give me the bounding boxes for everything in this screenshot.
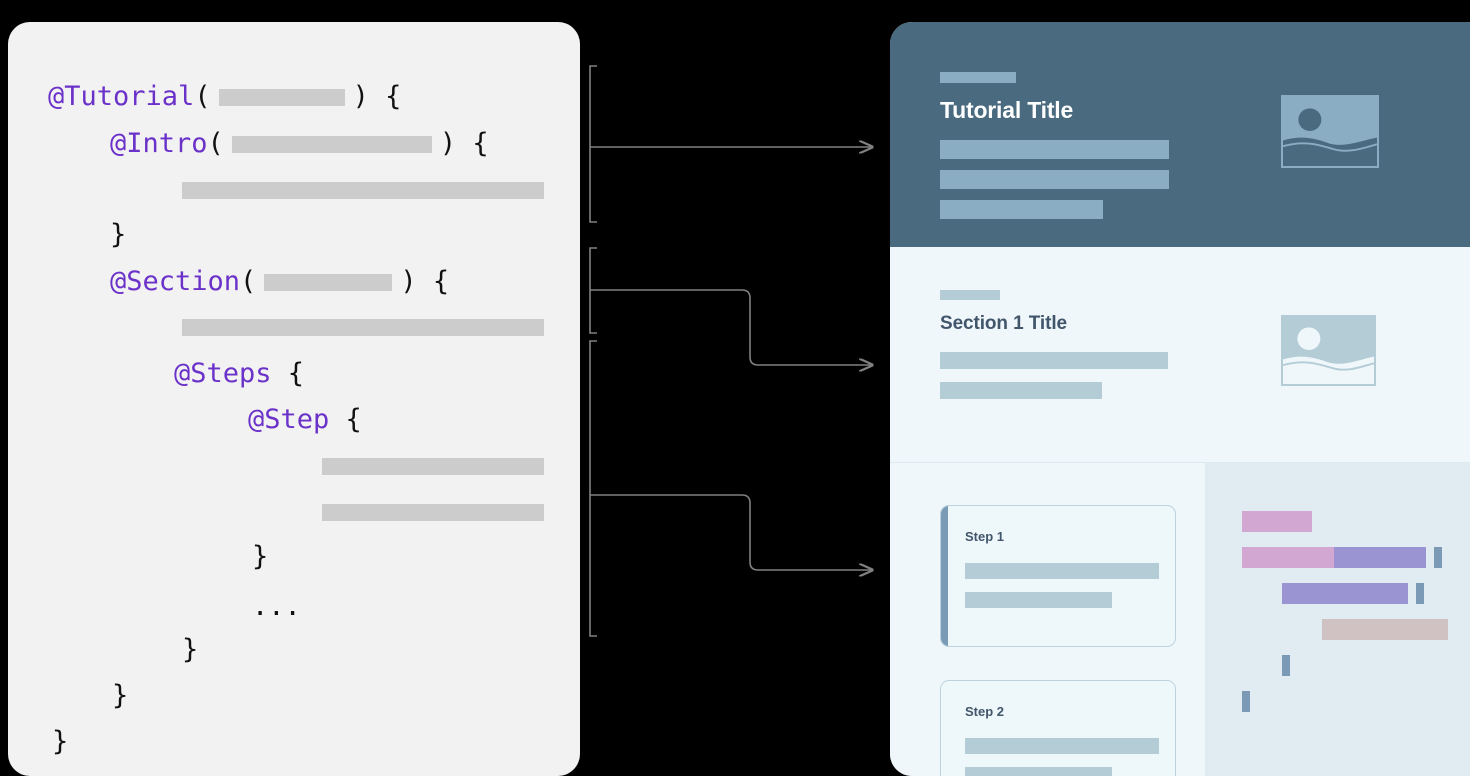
header-text-placeholder: [940, 170, 1169, 189]
keyword-tutorial: @Tutorial: [48, 81, 195, 112]
code-line-tutorial-close: }: [52, 727, 68, 757]
code-line-intro: @Intro( ) {: [110, 129, 489, 159]
code-line-steps: @Steps {: [174, 359, 304, 389]
header-text-placeholder: [940, 200, 1103, 219]
section-text-placeholder: [940, 352, 1168, 369]
preview-section: Section 1 Title: [890, 247, 1470, 463]
paren-open: (: [240, 266, 257, 297]
arg-placeholder: [218, 89, 345, 106]
steps-column: Step 1 Step 2: [890, 463, 1206, 776]
code-preview-column: [1206, 463, 1470, 776]
code-line-steps-close: }: [182, 635, 198, 665]
brace-close: }: [112, 680, 129, 711]
code-token: [1434, 547, 1442, 568]
brace-open: {: [271, 358, 305, 389]
brace-close: }: [110, 219, 127, 250]
arg-placeholder: [264, 274, 393, 291]
code-line-step: @Step {: [248, 405, 362, 435]
keyword-steps: @Steps: [174, 358, 272, 389]
content-placeholder-bar: [322, 458, 544, 475]
step-text-placeholder: [965, 738, 1159, 754]
keyword-intro: @Intro: [110, 128, 208, 159]
keyword-step: @Step: [248, 404, 330, 435]
content-placeholder-bar: [182, 182, 544, 199]
bracket-intro: [589, 65, 597, 223]
section-title: Section 1 Title: [940, 313, 1067, 334]
step-label: Step 2: [965, 704, 1005, 719]
paren-close-brace: ) {: [400, 266, 450, 297]
code-line-intro-close: }: [110, 220, 126, 250]
paren-open: (: [207, 128, 224, 159]
header-text-placeholder: [940, 140, 1169, 159]
content-placeholder-bar: [182, 319, 544, 336]
bracket-steps: [589, 340, 597, 637]
code-token: [1242, 691, 1250, 712]
code-token: [1322, 619, 1448, 640]
code-token: [1242, 511, 1312, 532]
code-token: [1334, 547, 1426, 568]
arrow-section-to-body: [590, 289, 872, 365]
preview-body: Step 1 Step 2: [890, 463, 1470, 776]
brace-close: }: [182, 634, 199, 665]
code-token: [1242, 547, 1334, 568]
code-line-section: @Section( ) {: [110, 267, 449, 297]
code-line-section-close: }: [112, 681, 128, 711]
code-line-tutorial: @Tutorial( ) {: [48, 82, 401, 112]
paren-close-brace: ) {: [439, 128, 489, 159]
section-text-placeholder: [940, 382, 1102, 399]
code-line-step-close: }: [252, 542, 268, 572]
code-line-ellipsis: ...: [252, 592, 301, 622]
content-placeholder-bar: [322, 504, 544, 521]
ellipsis: ...: [252, 591, 301, 622]
step-text-placeholder: [965, 592, 1112, 608]
section-image-icon: [1281, 315, 1376, 386]
step-label: Step 1: [965, 529, 1005, 544]
arrow-steps-to-steps: [590, 494, 872, 570]
step-card-2[interactable]: Step 2: [940, 680, 1176, 776]
page-title: Tutorial Title: [940, 97, 1074, 123]
paren-close-brace: ) {: [352, 81, 402, 112]
brace-close: }: [52, 726, 69, 757]
tutorial-preview-panel: Tutorial Title Section 1 Title: [890, 22, 1470, 776]
tutorial-dsl-code-panel: @Tutorial() { @Intro() { } @Section() { …: [8, 22, 580, 776]
brace-open: {: [329, 404, 362, 435]
brace-close: }: [252, 541, 269, 572]
preview-header: Tutorial Title: [890, 22, 1470, 247]
step-text-placeholder: [965, 563, 1159, 579]
code-token: [1282, 583, 1408, 604]
header-eyebrow-placeholder: [940, 72, 1016, 83]
code-token: [1282, 655, 1290, 676]
keyword-section: @Section: [110, 266, 241, 297]
step-text-placeholder: [965, 767, 1112, 776]
code-token: [1416, 583, 1424, 604]
step-card-1[interactable]: Step 1: [940, 505, 1176, 647]
bracket-section: [589, 247, 597, 334]
section-eyebrow-placeholder: [940, 290, 1000, 300]
arg-placeholder: [231, 136, 432, 153]
paren-open: (: [194, 81, 211, 112]
header-image-icon: [1281, 95, 1379, 168]
